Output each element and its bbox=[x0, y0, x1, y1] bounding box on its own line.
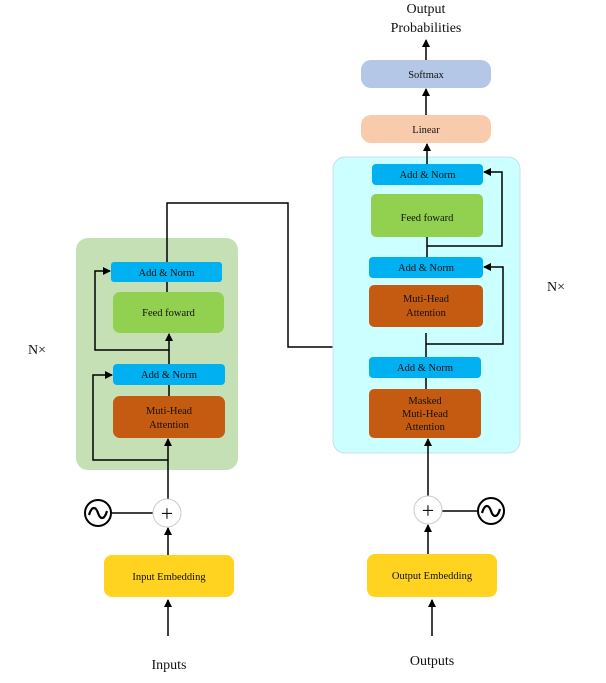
svg-text:+: + bbox=[161, 501, 173, 526]
decoder-multi-head-attention: Muti-Head Attention bbox=[369, 285, 483, 327]
svg-text:Attention: Attention bbox=[406, 308, 446, 319]
svg-text:Feed foward: Feed foward bbox=[142, 308, 196, 319]
svg-text:Masked: Masked bbox=[408, 396, 442, 407]
decoder-add-norm-bottom: Add & Norm bbox=[369, 357, 481, 378]
svg-text:Feed foward: Feed foward bbox=[401, 213, 455, 224]
decoder-positional-encoding-icon bbox=[477, 497, 505, 525]
decoder-repeat-label: N× bbox=[547, 280, 565, 295]
svg-text:Add & Norm: Add & Norm bbox=[397, 363, 453, 374]
svg-text:Muti-Head: Muti-Head bbox=[402, 409, 449, 420]
encoder-add-circle: + bbox=[152, 498, 182, 528]
decoder-add-circle: + bbox=[413, 495, 443, 525]
input-embedding: Input Embedding bbox=[104, 555, 234, 597]
decoder-add-norm-mid: Add & Norm bbox=[369, 257, 483, 278]
decoder-connections bbox=[422, 39, 504, 636]
svg-text:Add & Norm: Add & Norm bbox=[398, 263, 454, 274]
encoder-add-norm-bottom: Add & Norm bbox=[113, 364, 225, 385]
outputs-label: Outputs bbox=[410, 654, 454, 669]
encoder-positional-encoding-icon bbox=[84, 499, 112, 527]
svg-text:Add & Norm: Add & Norm bbox=[139, 268, 195, 279]
svg-text:Softmax: Softmax bbox=[408, 70, 444, 81]
decoder-masked-multi-head-attention: Masked Muti-Head Attention bbox=[369, 389, 481, 438]
output-probabilities-label-line2: Probabilities bbox=[391, 21, 462, 36]
svg-text:Attention: Attention bbox=[149, 420, 189, 431]
svg-text:Muti-Head: Muti-Head bbox=[403, 294, 450, 305]
encoder-add-norm-top: Add & Norm bbox=[111, 262, 222, 282]
output-probabilities-label: Output bbox=[407, 2, 446, 17]
encoder-repeat-label: N× bbox=[28, 343, 46, 358]
softmax-layer: Softmax bbox=[361, 60, 491, 88]
svg-text:+: + bbox=[422, 498, 434, 523]
decoder-add-norm-top: Add & Norm bbox=[372, 164, 483, 185]
svg-text:Add & Norm: Add & Norm bbox=[400, 170, 456, 181]
svg-text:Add & Norm: Add & Norm bbox=[141, 370, 197, 381]
decoder-feed-forward: Feed foward bbox=[371, 194, 483, 237]
output-embedding: Output Embedding bbox=[367, 554, 497, 597]
linear-layer: Linear bbox=[361, 115, 491, 143]
encoder-feed-forward: Feed foward bbox=[113, 292, 224, 333]
svg-text:Attention: Attention bbox=[405, 422, 445, 433]
inputs-label: Inputs bbox=[152, 658, 187, 673]
svg-text:Linear: Linear bbox=[412, 125, 440, 136]
svg-text:Input Embedding: Input Embedding bbox=[132, 572, 206, 583]
svg-text:Output Embedding: Output Embedding bbox=[392, 571, 473, 582]
svg-text:Muti-Head: Muti-Head bbox=[146, 406, 193, 417]
encoder-multi-head-attention: Muti-Head Attention bbox=[113, 396, 225, 438]
